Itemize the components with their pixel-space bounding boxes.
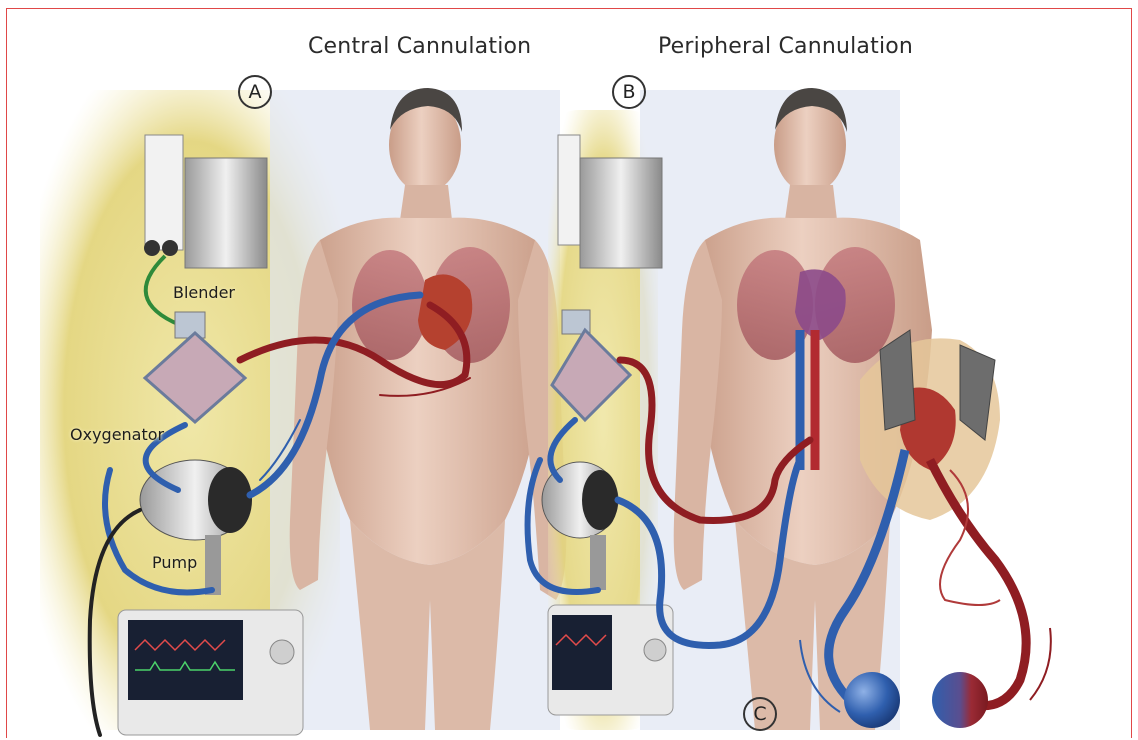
- panel-c-pump-ball: [844, 672, 900, 728]
- console-b-dial: [644, 639, 666, 661]
- oxygenator-a-cap: [175, 312, 205, 338]
- blender-a-flowmeter: [145, 135, 183, 250]
- peripheral-cannulation-heading: Peripheral Cannulation: [658, 34, 913, 59]
- oxygenator-label: Oxygenator: [70, 425, 164, 444]
- patient-b-neck: [785, 185, 837, 220]
- central-cannulation-heading: Central Cannulation: [308, 34, 531, 59]
- console-a: [118, 610, 303, 735]
- panel-b-marker: B: [612, 75, 646, 109]
- blender-a-knob-1: [144, 240, 160, 256]
- console-b-screen: [552, 615, 612, 690]
- blender-b-flowmeter: [558, 135, 580, 245]
- patient-a-neck: [400, 185, 452, 220]
- blender-a-knob-2: [162, 240, 178, 256]
- console-a-screen: [128, 620, 243, 700]
- blender-b-body: [580, 158, 662, 268]
- panel-c-flow-arrow-red: [1030, 628, 1051, 700]
- panel-a-artwork: [40, 88, 566, 735]
- blender-label: Blender: [173, 283, 235, 302]
- panel-c-marker: C: [743, 697, 777, 731]
- blender-a-body: [185, 158, 267, 268]
- panel-c-oxygenator-ball: [932, 672, 988, 728]
- pump-b-stand: [590, 535, 606, 590]
- panel-a-marker: A: [238, 75, 272, 109]
- console-b: [548, 605, 673, 715]
- pump-a-stand: [205, 535, 221, 595]
- pump-b-head: [582, 470, 618, 530]
- console-a-dial: [270, 640, 294, 664]
- pump-a-head: [208, 467, 252, 533]
- pump-label: Pump: [152, 553, 197, 572]
- patient-a-left-lung: [352, 250, 428, 360]
